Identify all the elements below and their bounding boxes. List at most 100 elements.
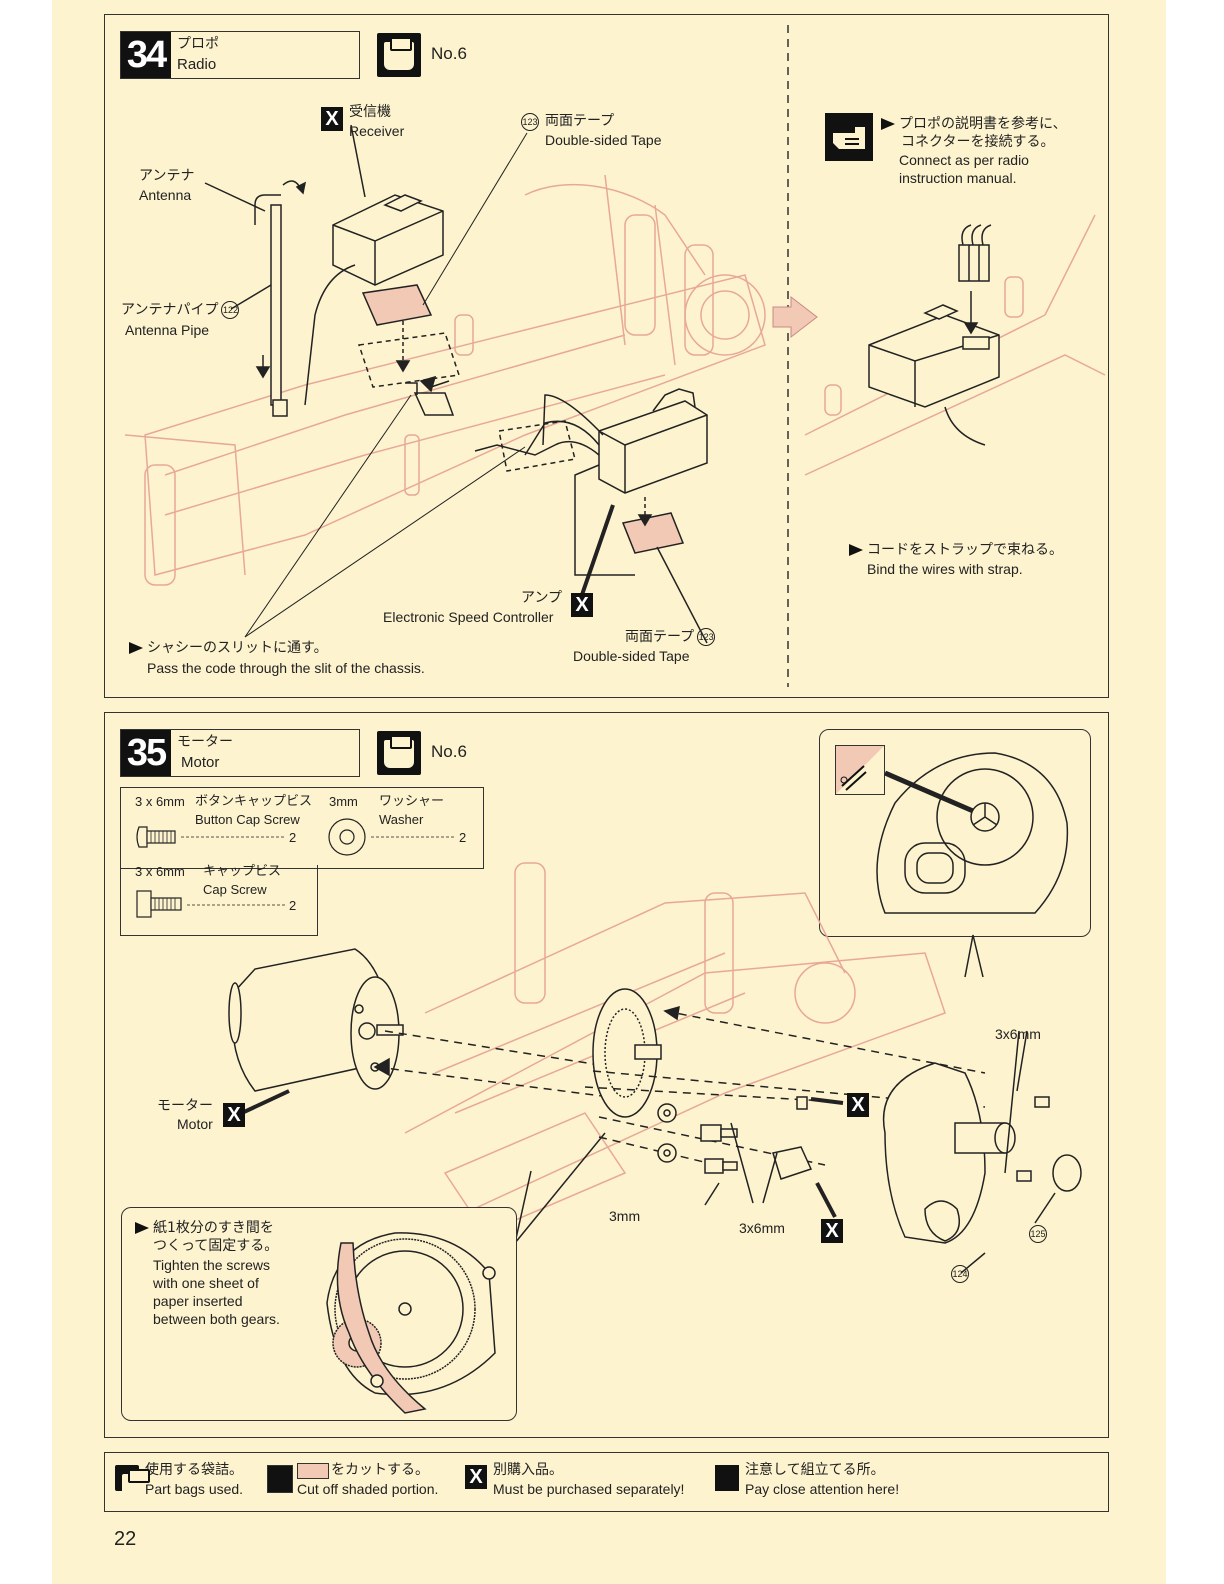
step-35-title-box: 35 モーター Motor [120, 729, 360, 777]
part-1-name-en: Button Cap Screw [195, 812, 300, 827]
step-35-panel: 35 モーター Motor No.6 3 x 6mm ボタンキャップビス But… [104, 712, 1109, 1438]
motor-label-en: Motor [177, 1116, 213, 1132]
gear-note-jp1-text: 紙1枚分のすき間を [153, 1220, 274, 1236]
step-35-title-en: Motor [181, 754, 220, 771]
part-number-122: 122 [221, 301, 240, 319]
connection-drawing [772, 214, 1106, 476]
step-34-divider [787, 25, 789, 687]
tape-top-leader [422, 132, 528, 306]
slit-note-en: Pass the code through the slit of the ch… [147, 660, 425, 676]
note-arrow-icon [135, 1222, 149, 1234]
part-number-123-top: 123 [521, 113, 539, 131]
tape-bottom-text-jp: 両面テープ [625, 629, 695, 645]
strap-note-jp-text: コードをストラップで束ねる。 [867, 542, 1063, 558]
part-1-name-jp: ボタンキャップビス [195, 794, 313, 809]
screw-size-label-top: 3x6mm [995, 1026, 1041, 1042]
parts-box [120, 787, 484, 869]
x-icon-motor: X [223, 1103, 245, 1127]
x-icon-receiver: X [321, 107, 343, 131]
motor-assembly-drawing [228, 948, 1082, 1274]
part-2-size: 3mm [329, 794, 358, 809]
gear-note-en3: paper inserted [153, 1293, 243, 1309]
cut-icon [267, 1465, 293, 1493]
legend-bag-en: Part bags used. [145, 1481, 244, 1497]
esc-drawing [405, 375, 708, 644]
bag-icon [377, 731, 421, 775]
step-35-title-jp: モーター [177, 734, 233, 750]
legend-attention-en: Pay close attention here! [745, 1481, 900, 1497]
part-number-125: 125 [1029, 1225, 1047, 1243]
legend-panel: 使用する袋詰。 Part bags used. をカットする。 Cut off … [104, 1452, 1109, 1512]
receiver-label-en: Receiver [349, 123, 405, 139]
pointing-hand-icon [825, 113, 873, 161]
antenna-label-en: Antenna [139, 187, 192, 203]
gear-note-jp2: つくって固定する。 [153, 1238, 279, 1254]
legend-bag-jp: 使用する袋詰。 [145, 1462, 243, 1478]
tape-top-label-jp: 両面テープ [545, 113, 615, 129]
receiver-drawing [304, 124, 460, 406]
slit-note-jp: シャシーのスリットに通す。 [129, 639, 328, 657]
legend-attention-jp: 注意して組立てる所。 [745, 1462, 885, 1478]
note-arrow-icon [129, 642, 143, 654]
washer-size-label: 3mm [609, 1208, 641, 1224]
step-34-panel: 34 プロポ Radio No.6 [104, 14, 1109, 698]
legend-cut-en: Cut off shaded portion. [297, 1481, 439, 1497]
connect-note-en2: instruction manual. [899, 170, 1017, 186]
shaded-swatch [297, 1463, 329, 1479]
antenna-pipe-label-en: Antenna Pipe [125, 322, 210, 338]
legend-x-jp: 別購入品。 [493, 1462, 563, 1478]
step-34-title-box: 34 プロポ Radio [120, 31, 360, 79]
part-2-qty: 2 [459, 830, 467, 845]
esc-label-en: Electronic Speed Controller [383, 609, 554, 625]
parts-drawings [136, 818, 455, 918]
part-number-124: 124 [951, 1265, 969, 1283]
screw-size-label-bottom: 3x6mm [739, 1220, 785, 1236]
receiver-label-jp: 受信機 [349, 104, 391, 120]
step-34-bag-number: No.6 [431, 44, 467, 63]
legend-x-en: Must be purchased separately! [493, 1481, 685, 1497]
step-34-title-jp: プロポ [177, 36, 219, 52]
gear-note-en2: with one sheet of [153, 1275, 259, 1291]
x-icon-esc: X [571, 593, 593, 617]
gear-mesh-drawing [326, 1232, 496, 1414]
manual-page: 34 プロポ Radio No.6 [52, 0, 1166, 1584]
connect-note-jp1-text: プロポの説明書を参考に、 [899, 116, 1067, 132]
gear-note-en4: between both gears. [153, 1311, 280, 1327]
tape-top-label-en: Double-sided Tape [545, 132, 662, 148]
esc-label-jp: アンプ [521, 590, 563, 606]
slit-note-leaders [244, 394, 526, 638]
x-icon: X [465, 1465, 487, 1489]
x-icon-pinion: X [821, 1219, 843, 1243]
connect-note-jp1: プロポの説明書を参考に、 [881, 115, 1067, 133]
strap-note-en: Bind the wires with strap. [867, 561, 1023, 577]
connect-note-jp2: コネクターを接続する。 [901, 134, 1055, 150]
parts-box-lower [120, 865, 318, 936]
gear-note-jp1: 紙1枚分のすき間を [135, 1219, 274, 1237]
part-3-name-en: Cap Screw [203, 882, 267, 897]
note-arrow-icon [881, 118, 895, 130]
antenna-pipe-text-jp: アンテナパイプ [121, 302, 219, 318]
part-3-size: 3 x 6mm [135, 864, 185, 879]
part-2-name-jp: ワッシャー [379, 794, 445, 809]
tape-bottom-label-en: Double-sided Tape [573, 648, 690, 664]
step-34-title-en: Radio [177, 56, 217, 73]
part-number-123-bottom: 123 [697, 628, 716, 646]
part-3-name-jp: キャップビス [203, 864, 282, 879]
legend-cut-jp: をカットする。 [331, 1462, 429, 1478]
bag-icon [115, 1465, 152, 1502]
gear-note-en1: Tighten the screws [153, 1257, 270, 1273]
part-1-qty: 2 [289, 830, 297, 845]
part-3-qty: 2 [289, 898, 297, 913]
note-arrow-icon [849, 544, 863, 556]
step-34-number: 34 [121, 32, 171, 78]
part-1-size: 3 x 6mm [135, 794, 185, 809]
bag-icon [377, 33, 421, 77]
part-2-name-en: Washer [379, 812, 424, 827]
pointing-hand-icon [715, 1465, 739, 1491]
strap-note-jp: コードをストラップで束ねる。 [849, 541, 1063, 559]
cut-icon [835, 745, 885, 795]
step-35-number: 35 [121, 730, 171, 776]
page-number: 22 [114, 1528, 137, 1550]
